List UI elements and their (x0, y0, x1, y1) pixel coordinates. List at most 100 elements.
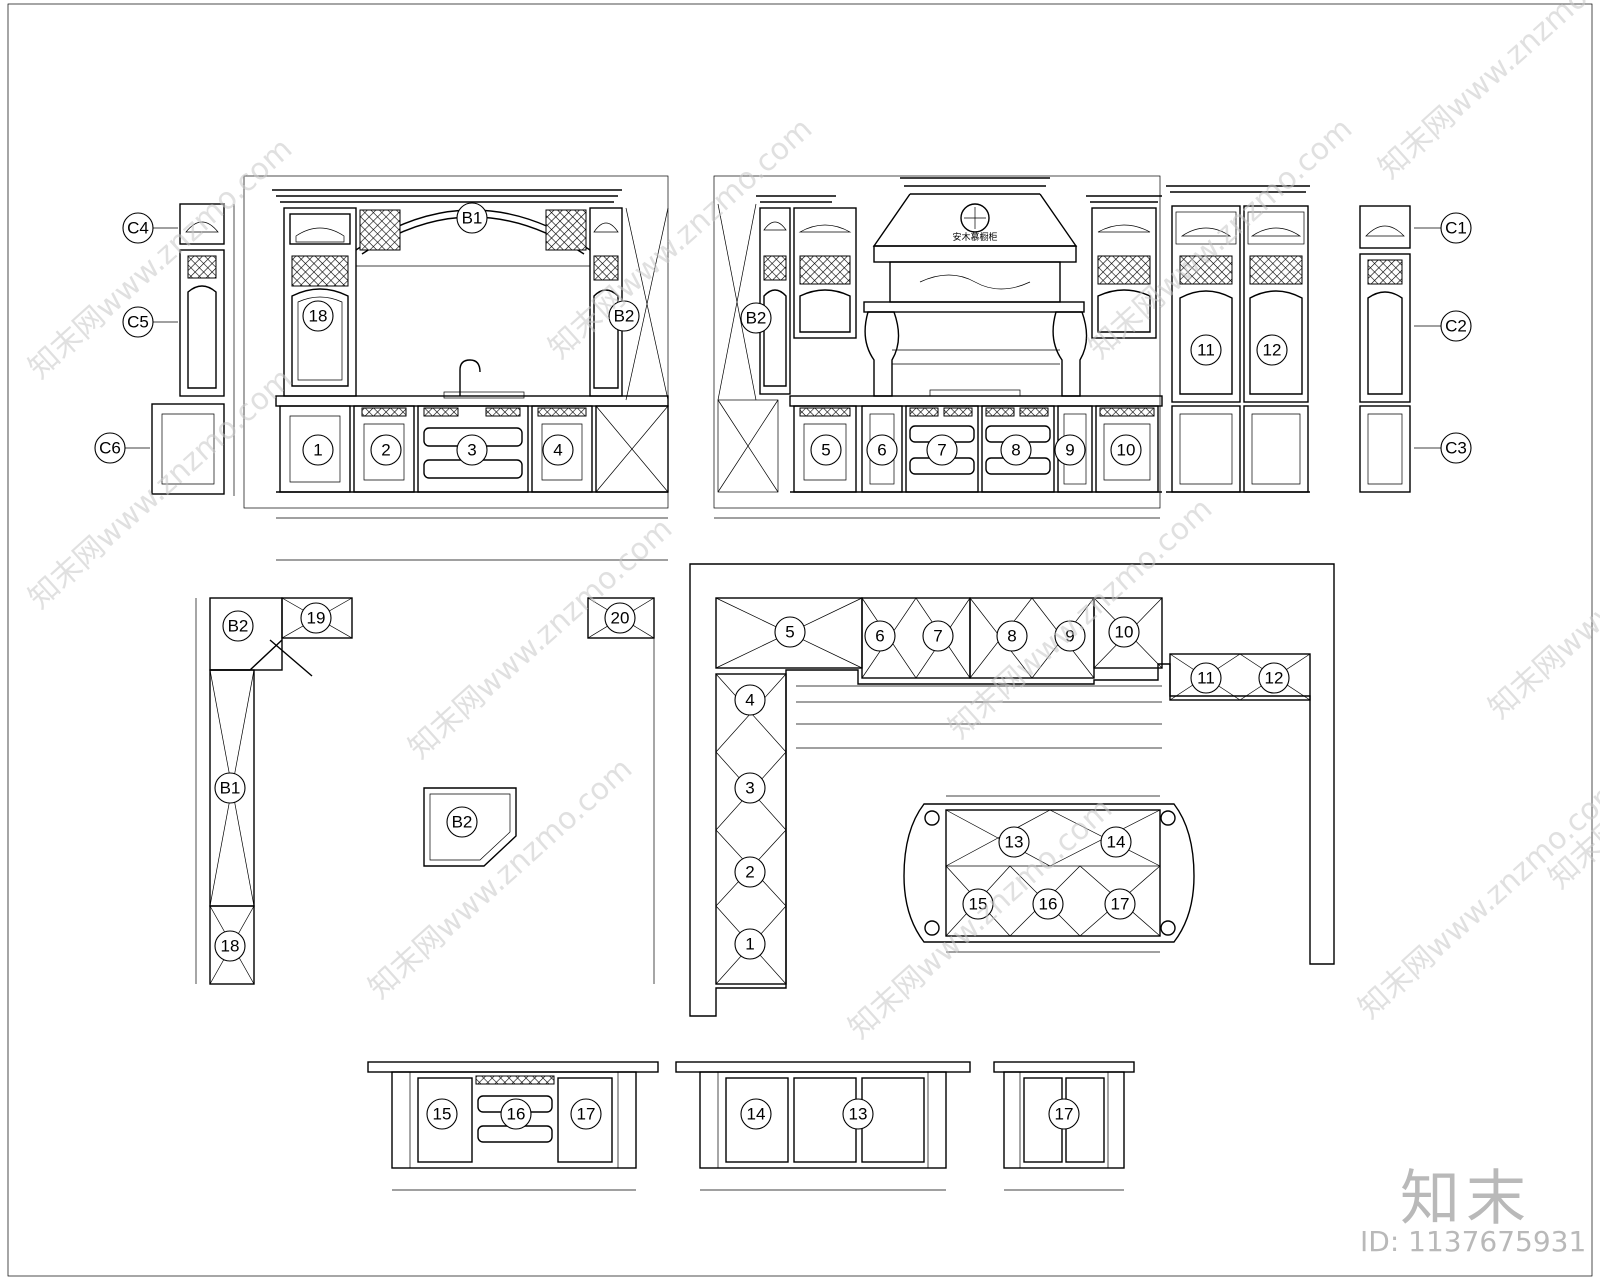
tag-label: 13 (1005, 833, 1024, 852)
tag-label: 5 (821, 441, 830, 460)
tag-elev-b-lower-6: 6 (866, 434, 898, 466)
tag-side-panel-left-c4: C4 (122, 212, 178, 244)
tag-circle (1440, 432, 1472, 464)
tag-label: B2 (228, 617, 249, 636)
tag-elev-a-upper-18: 18 (302, 300, 334, 332)
tag-elev-a-upper-b1: B1 (456, 202, 488, 234)
tag-circle (604, 602, 636, 634)
tag-circle (300, 602, 332, 634)
tag-circle (734, 684, 766, 716)
tag-label: 12 (1265, 669, 1284, 688)
tag-label: 1 (745, 935, 754, 954)
tag-island-plan-14: 14 (1100, 826, 1132, 858)
brand-watermark: 知末 (1400, 1164, 1532, 1234)
tag-plan-right-col-3: 3 (734, 772, 766, 804)
tag-label: B1 (220, 779, 241, 798)
tag-circle (998, 826, 1030, 858)
tag-label: 19 (307, 609, 326, 628)
tag-label: B2 (746, 309, 767, 328)
tag-label: 9 (1065, 441, 1074, 460)
watermark-layer: 知末网www.znzmo.com 知末网www.znzmo.com 知末网www.z… (22, 0, 1600, 1046)
tag-circle (222, 610, 254, 642)
tag-label: 6 (877, 441, 886, 460)
tag-elev-b-upper-12: 12 (1256, 334, 1288, 366)
tag-label: C4 (127, 219, 149, 238)
tag-circle (1190, 662, 1222, 694)
tag-label: C1 (1445, 219, 1467, 238)
tag-plan-right-top-9: 9 (1054, 620, 1086, 652)
tag-circle (774, 616, 806, 648)
tag-elev-a-upper-b2: B2 (608, 300, 640, 332)
tag-circle (740, 1098, 772, 1130)
tag-elev-b-lower-10: 10 (1110, 434, 1142, 466)
tag-plan-right-top-7: 7 (922, 620, 954, 652)
tag-island-plan-16: 16 (1032, 888, 1064, 920)
tag-label: 1 (313, 441, 322, 460)
tag-island-elev-1-16: 16 (500, 1098, 532, 1130)
tag-label: 13 (849, 1105, 868, 1124)
watermark-text: 知末网www.znzmo.com (842, 791, 1119, 1046)
tag-plan-right-col-1: 1 (734, 928, 766, 960)
tag-plan-right-top-8: 8 (996, 620, 1028, 652)
tag-circle (1256, 334, 1288, 366)
sheet-border (7, 3, 1593, 1277)
tag-label: 15 (433, 1105, 452, 1124)
tag-circle (1258, 662, 1290, 694)
tag-side-panel-right-c3: C3 (1414, 432, 1472, 464)
tag-elev-b-lower-9: 9 (1054, 434, 1086, 466)
tag-label: 3 (745, 779, 754, 798)
tag-plan-right-top-5: 5 (774, 616, 806, 648)
tag-island-plan-13: 13 (998, 826, 1030, 858)
tag-circle (94, 432, 126, 464)
tag-circle (1048, 1098, 1080, 1130)
tag-plan-left-b2: B2 (222, 610, 254, 642)
tag-elev-a-lower-4: 4 (542, 434, 574, 466)
hood-caption: 安木慕橱柜 (952, 231, 997, 243)
side-panel-right (1359, 205, 1411, 493)
tag-label: B1 (462, 209, 483, 228)
tag-circle (1100, 826, 1132, 858)
tag-elev-b-upper-11: 11 (1190, 334, 1222, 366)
tag-circle (302, 434, 334, 466)
tag-label: 18 (309, 307, 328, 326)
tag-circle (456, 202, 488, 234)
tag-circle (734, 856, 766, 888)
tag-plan-right-tall-12: 12 (1258, 662, 1290, 694)
tag-side-panel-right-c2: C2 (1414, 310, 1472, 342)
tag-island-plan-17: 17 (1104, 888, 1136, 920)
watermark-text: 知末网www.znzmo.com (1482, 471, 1600, 726)
tag-elev-b-lower-7: 7 (926, 434, 958, 466)
tag-circle (842, 1098, 874, 1130)
tag-circle (1440, 310, 1472, 342)
tag-plan-left-b1: B1 (214, 772, 246, 804)
tag-label: 2 (745, 863, 754, 882)
tag-circle (542, 434, 574, 466)
tag-circle (1000, 434, 1032, 466)
tag-elev-b-lower-8: 8 (1000, 434, 1032, 466)
tag-circle (446, 806, 478, 838)
tag-circle (734, 928, 766, 960)
tag-label: 17 (1111, 895, 1130, 914)
tag-elev-b-upper-b2: B2 (740, 302, 772, 334)
tag-label: 2 (381, 441, 390, 460)
tag-elev-a-lower-2: 2 (370, 434, 402, 466)
tag-label: 8 (1007, 627, 1016, 646)
tag-label: C3 (1445, 439, 1467, 458)
tag-circle (122, 212, 154, 244)
tag-circle (996, 620, 1028, 652)
tag-label: 7 (937, 441, 946, 460)
elevation-a (243, 175, 669, 519)
tag-plan-right-tall-11: 11 (1190, 662, 1222, 694)
plan-right (689, 563, 1335, 1017)
elevation-b (713, 175, 1310, 519)
tag-plan-right-col-4: 4 (734, 684, 766, 716)
tag-plan-right-col-2: 2 (734, 856, 766, 888)
tag-label: B2 (614, 307, 635, 326)
tag-label: 10 (1115, 623, 1134, 642)
tag-label: 16 (507, 1105, 526, 1124)
tag-label: 11 (1197, 669, 1215, 688)
tag-circle (740, 302, 772, 334)
watermark-text: 知末网www.znzmo.com (1352, 771, 1600, 1026)
tag-circle (570, 1098, 602, 1130)
